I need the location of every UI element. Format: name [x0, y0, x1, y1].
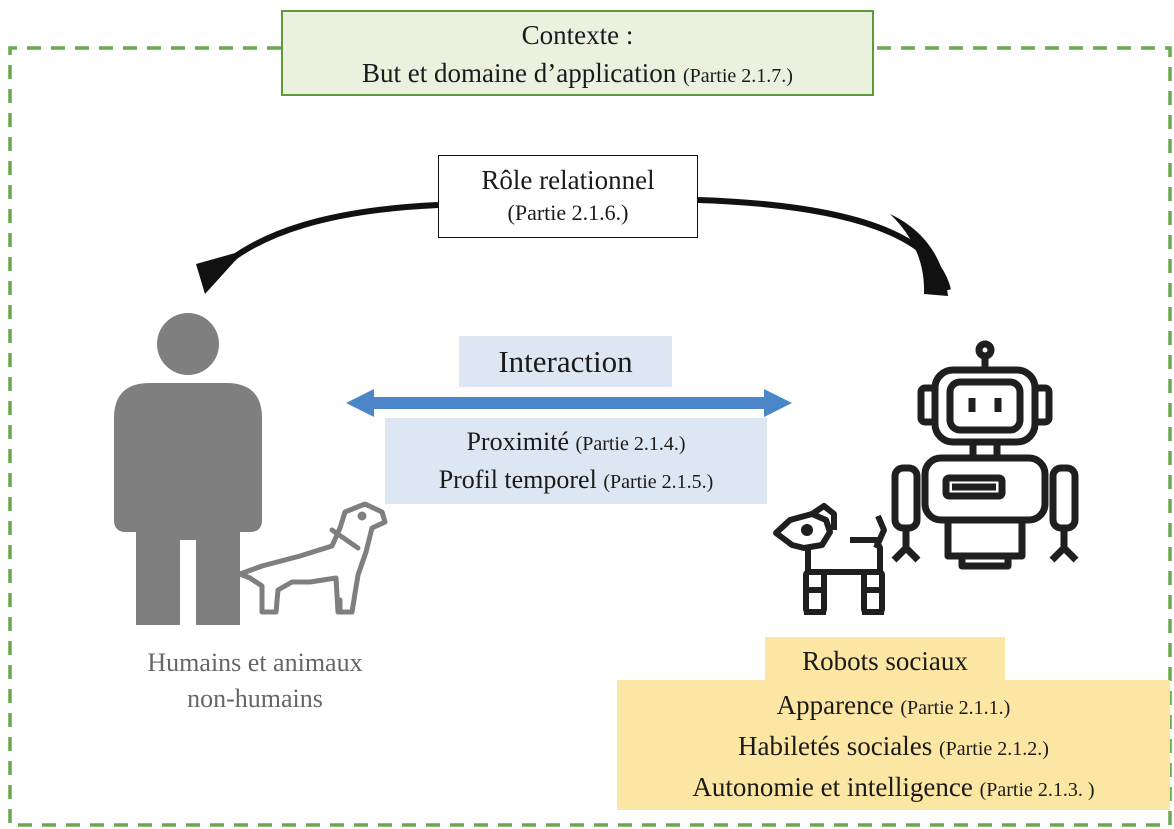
robots-details-box: Apparence (Partie 2.1.1.) Habiletés soci… [617, 680, 1170, 810]
interaction-item: Proximité (Partie 2.1.4.) [385, 424, 767, 462]
interaction-item-ref: (Partie 2.1.5.) [603, 471, 714, 493]
humans-label-line1: Humains et animaux [147, 648, 363, 677]
context-subtitle: But et domaine d’application (Partie 2.1… [283, 54, 872, 95]
robots-item-label: Autonomie et intelligence [692, 772, 973, 802]
interaction-item-label: Profil temporel [438, 465, 597, 494]
robots-item: Habiletés sociales (Partie 2.1.2.) [617, 727, 1170, 768]
interaction-title: Interaction [498, 344, 633, 379]
relational-role-ref: (Partie 2.1.6.) [507, 200, 629, 225]
relational-curved-arrow-left [215, 202, 439, 273]
interaction-item: Profil temporel (Partie 2.1.5.) [385, 462, 767, 500]
relational-role-box: Rôle relationnel (Partie 2.1.6.) [438, 155, 698, 238]
humans-label: Humains et animaux non-humains [90, 645, 420, 717]
relational-curved-arrow-tail [890, 214, 948, 296]
humans-label-line2: non-humains [187, 684, 323, 713]
relational-arrowhead [196, 250, 246, 294]
interaction-double-arrow [346, 389, 792, 417]
interaction-title-box: Interaction [459, 336, 672, 387]
robots-title: Robots sociaux [802, 646, 968, 676]
robots-item-label: Apparence [776, 690, 894, 720]
context-label: But et domaine d’application [362, 58, 677, 88]
interaction-details-box: Proximité (Partie 2.1.4.) Profil tempore… [385, 418, 767, 504]
robots-item: Apparence (Partie 2.1.1.) [617, 686, 1170, 727]
dog-icon [237, 501, 388, 615]
relational-role-title: Rôle relationnel [481, 165, 655, 195]
interaction-item-label: Proximité [466, 427, 570, 456]
robots-item-ref: (Partie 2.1.1.) [900, 697, 1011, 719]
robot-dog-icon [773, 503, 887, 615]
robots-item-label: Habiletés sociales [738, 731, 933, 761]
robots-title-box: Robots sociaux [765, 637, 1005, 685]
robots-item-ref: (Partie 2.1.3. ) [979, 779, 1095, 801]
context-title: Contexte : [521, 20, 634, 50]
context-ref: (Partie 2.1.7.) [682, 65, 793, 87]
person-icon [114, 313, 262, 625]
context-dashed-frame [8, 46, 1172, 827]
relational-curved-arrow [697, 197, 951, 291]
robot-icon [891, 340, 1079, 570]
interaction-item-ref: (Partie 2.1.4.) [575, 433, 686, 455]
robots-item: Autonomie et intelligence (Partie 2.1.3.… [617, 768, 1170, 809]
robots-item-ref: (Partie 2.1.2.) [938, 738, 1049, 760]
context-box: Contexte : But et domaine d’application … [281, 10, 874, 96]
